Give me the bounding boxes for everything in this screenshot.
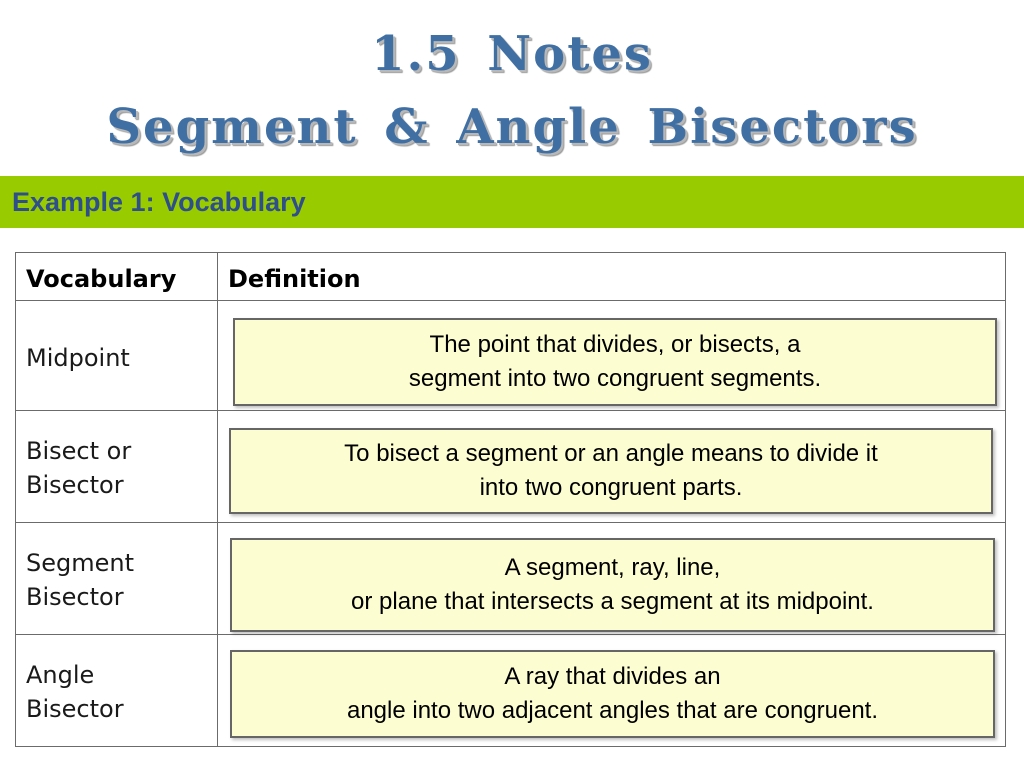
term-bisect-or-bisector: Bisect or Bisector xyxy=(26,437,132,499)
term-midpoint: Midpoint xyxy=(26,344,130,372)
header-row-divider xyxy=(16,300,1005,301)
section-banner-label: Example 1: Vocabulary xyxy=(12,187,306,217)
definition-box-angle-bisector: A ray that divides an angle into two adj… xyxy=(230,650,995,738)
definition-box-segment-bisector: A segment, ray, line, or plane that inte… xyxy=(230,538,995,632)
column-divider xyxy=(217,253,218,746)
definition-box-midpoint: The point that divides, or bisects, a se… xyxy=(233,318,997,406)
row-divider xyxy=(16,634,1005,635)
term-angle-bisector: Angle Bisector xyxy=(26,661,124,723)
vocabulary-table: Vocabulary Definition Midpoint The point… xyxy=(15,252,1006,747)
row-divider xyxy=(16,522,1005,523)
page-title-line-1: 1.5 Notes xyxy=(371,26,653,82)
term-segment-bisector: Segment Bisector xyxy=(26,549,134,611)
row-divider xyxy=(16,410,1005,411)
page-title-line-2: Segment & Angle Bisectors xyxy=(106,99,918,155)
definition-column-header: Definition xyxy=(228,265,361,293)
definition-box-bisect: To bisect a segment or an angle means to… xyxy=(229,428,993,514)
section-banner: Example 1: Vocabulary xyxy=(0,176,1024,228)
vocabulary-column-header: Vocabulary xyxy=(26,265,177,293)
